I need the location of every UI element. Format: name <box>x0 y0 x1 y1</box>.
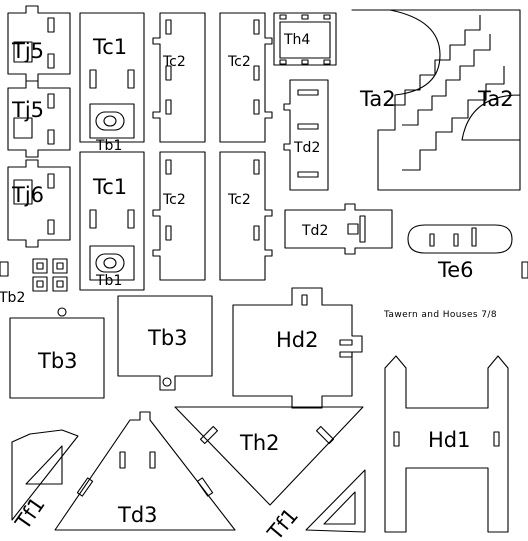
label-tb2: Tb2 <box>0 290 25 306</box>
part-ta2 <box>351 9 521 191</box>
label-tc2-2: Tc2 <box>227 54 251 70</box>
part-tf1-left <box>11 429 79 521</box>
label-tb1-top: Tb1 <box>95 138 122 154</box>
part-tj5-middle <box>7 80 71 158</box>
part-td2-tall <box>283 79 329 191</box>
part-te6 <box>407 224 513 254</box>
label-td2-tall: Td2 <box>293 140 320 156</box>
label-ta2-left: Ta2 <box>359 87 396 111</box>
label-th4: Th4 <box>283 32 310 48</box>
label-tf1-left: Tf1 <box>10 493 50 535</box>
label-tc2-1: Tc2 <box>162 54 186 70</box>
part-tc2-1 <box>152 12 206 143</box>
label-th2: Th2 <box>239 431 280 455</box>
part-tb2 <box>0 258 68 292</box>
part-tc2-3 <box>152 151 206 281</box>
label-hd2: Hd2 <box>276 328 318 352</box>
label-tb1-bottom: Tb1 <box>95 273 122 289</box>
part-tc1-top <box>79 12 145 143</box>
part-tc2-4 <box>219 151 273 281</box>
label-tc1-bottom: Tc1 <box>92 175 127 199</box>
part-hd2 <box>232 287 363 409</box>
label-td3: Td3 <box>117 503 158 527</box>
label-hd1: Hd1 <box>428 428 470 452</box>
part-tj6 <box>7 159 71 248</box>
label-te6: Te6 <box>437 258 474 282</box>
part-th4 <box>273 12 337 66</box>
label-tc1-top: Tc1 <box>92 35 127 59</box>
part-tb3-center <box>117 295 213 391</box>
label-tb3-center: Tb3 <box>147 326 188 350</box>
part-edge-stub <box>521 261 528 279</box>
label-td2-wide: Td2 <box>301 223 328 239</box>
part-tj5-top <box>7 5 71 82</box>
part-tc1-bottom <box>79 151 145 291</box>
label-ta2-right: Ta2 <box>477 87 514 111</box>
part-td3 <box>54 411 236 531</box>
label-tc2-3: Tc2 <box>162 192 186 208</box>
part-hd1 <box>384 355 509 533</box>
label-tj5-top: Tj5 <box>11 39 44 63</box>
label-tb3-left: Tb3 <box>37 349 78 373</box>
part-tb3-left <box>9 307 105 399</box>
part-tf1-right <box>305 469 366 533</box>
part-tc2-2 <box>219 12 273 143</box>
label-tf1-right: Tf1 <box>262 504 303 541</box>
label-tc2-4: Tc2 <box>227 192 251 208</box>
label-tj6: Tj6 <box>11 183 44 207</box>
sheet-caption: Tawern and Houses 7/8 <box>383 310 497 320</box>
label-tj5-middle: Tj5 <box>11 98 44 122</box>
part-th2 <box>174 406 364 506</box>
part-td2-wide <box>284 203 393 255</box>
